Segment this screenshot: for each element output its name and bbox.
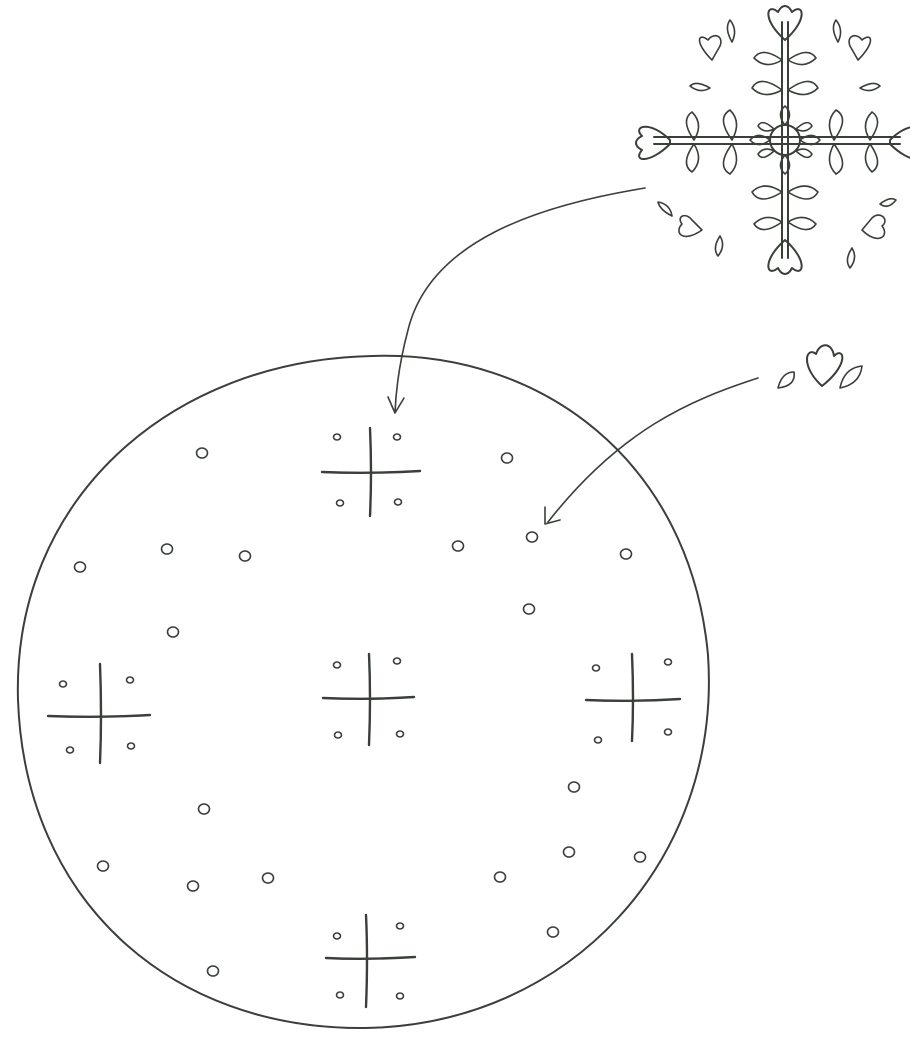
floral-cross-motif-icon xyxy=(636,6,910,274)
small-circle-mark xyxy=(188,881,199,891)
small-circle-mark xyxy=(548,927,559,937)
cross-corner-mark xyxy=(128,743,135,749)
small-circle-marks xyxy=(75,448,646,976)
cross-mark xyxy=(326,915,415,1007)
small-circle-mark xyxy=(240,551,251,561)
cross-corner-mark xyxy=(334,933,341,939)
small-circle-mark xyxy=(98,861,109,871)
cross-corner-mark xyxy=(334,662,341,668)
cross-corner-mark xyxy=(334,434,341,440)
cross-corner-mark xyxy=(395,499,402,505)
cross-corner-mark xyxy=(595,737,602,743)
cross-corner-mark xyxy=(394,658,401,664)
cross-mark xyxy=(586,654,680,743)
small-circle-mark xyxy=(263,873,274,883)
small-circle-mark xyxy=(75,562,86,572)
heart-leaf-motif-icon xyxy=(778,345,862,388)
quilt-circle-outline xyxy=(18,356,709,1028)
small-circle-mark xyxy=(208,966,219,976)
cross-mark xyxy=(323,654,414,745)
cross-mark-vertical-line xyxy=(100,664,101,763)
small-circle-mark xyxy=(502,453,513,463)
cross-marks xyxy=(48,428,680,1007)
cross-corner-mark xyxy=(127,677,134,683)
cross-corner-mark xyxy=(397,731,404,737)
small-circle-mark xyxy=(162,544,173,554)
cross-mark-vertical-line xyxy=(632,654,633,741)
cross-corner-mark xyxy=(335,732,342,738)
cross-corner-mark xyxy=(337,500,344,506)
cross-mark-vertical-line xyxy=(366,915,367,1007)
cross-mark-horizontal-line xyxy=(48,715,150,717)
small-circle-mark xyxy=(569,782,580,792)
arrow-icon xyxy=(548,378,758,522)
cross-corner-mark xyxy=(665,659,672,665)
small-circle-mark xyxy=(495,872,506,882)
small-circle-mark xyxy=(453,541,464,551)
cross-mark xyxy=(322,428,420,516)
cross-corner-mark xyxy=(60,681,67,687)
small-circle-mark xyxy=(621,549,632,559)
small-circle-mark xyxy=(197,448,208,458)
small-circle-mark xyxy=(564,847,575,857)
callout-arrow-2 xyxy=(545,378,758,524)
cross-mark-vertical-line xyxy=(369,654,370,745)
cross-mark-horizontal-line xyxy=(323,697,414,699)
cross-corner-mark xyxy=(593,665,600,671)
arrow-icon xyxy=(395,188,645,412)
cross-corner-mark xyxy=(397,923,404,929)
cross-mark xyxy=(48,664,150,763)
small-circle-mark xyxy=(524,604,535,614)
cross-corner-mark xyxy=(67,747,74,753)
cross-corner-mark xyxy=(665,729,672,735)
small-circle-mark xyxy=(199,804,210,814)
small-circle-mark xyxy=(168,627,179,637)
small-circle-mark xyxy=(635,852,646,862)
cross-mark-vertical-line xyxy=(370,428,371,516)
cross-corner-mark xyxy=(337,992,344,998)
cross-mark-horizontal-line xyxy=(326,957,415,959)
callout-arrow-1 xyxy=(388,188,645,413)
small-circle-mark xyxy=(527,532,538,542)
cross-corner-mark xyxy=(394,434,401,440)
cross-corner-mark xyxy=(397,993,404,999)
